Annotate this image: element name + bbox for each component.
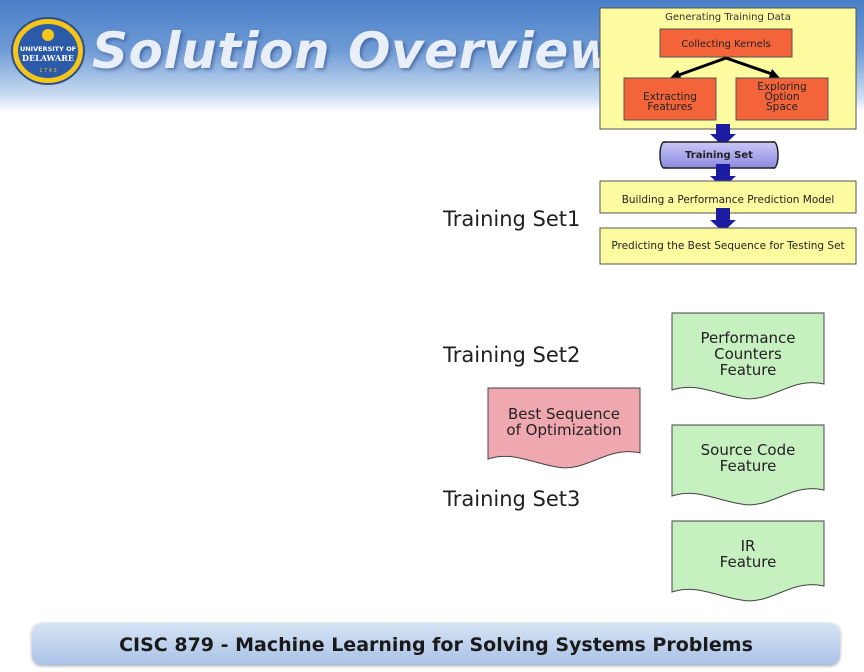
logo-text-delaware: DELAWARE — [22, 53, 74, 63]
exploring-line1: Exploring — [757, 81, 806, 93]
ir-line1: IR — [740, 537, 756, 555]
performance-line3: Feature — [719, 361, 777, 379]
source-code-document: Source Code Feature — [671, 424, 825, 506]
training-set-database — [659, 141, 779, 169]
exploring-option-space-box — [735, 77, 829, 121]
branch-arrowhead-right — [768, 69, 780, 80]
course-title: CISC 879 - Machine Learning for Solving … — [119, 634, 753, 656]
performance-counters-document: Performance Counters Feature — [671, 312, 825, 400]
collecting-kernels-box — [659, 28, 793, 58]
ir-document: IR Feature — [671, 520, 825, 602]
building-model-box — [599, 180, 857, 214]
extracting-features-line1: Extracting — [643, 91, 697, 103]
down-arrow-2-shaft — [716, 164, 730, 178]
best-sequence-line2: of Optimization — [506, 421, 622, 439]
branch-arrow-left — [675, 56, 727, 78]
training-set-1-label: Training Set1 — [443, 207, 581, 231]
exploring-line3: Space — [766, 101, 798, 113]
training-set-label: Training Set — [685, 150, 753, 161]
down-arrow-3-head — [710, 220, 736, 232]
extracting-features-box — [623, 77, 717, 121]
logo-text-university: UNIVERSITY OF — [20, 45, 76, 53]
predicting-box — [599, 227, 857, 265]
collecting-kernels-label: Collecting Kernels — [681, 39, 771, 50]
branch-arrow-right — [725, 56, 773, 76]
down-arrow-1-shaft — [716, 124, 730, 136]
down-arrow-1-head — [710, 134, 736, 146]
university-logo: UNIVERSITY OF DELAWARE 1 7 4 3 — [11, 17, 85, 85]
performance-line2: Counters — [714, 345, 782, 363]
down-arrow-3-shaft — [716, 208, 730, 222]
performance-line1: Performance — [700, 329, 796, 347]
extracting-features-line2: Features — [647, 101, 692, 113]
exploring-line2: Option — [764, 91, 799, 103]
source-code-line2: Feature — [719, 457, 777, 475]
training-set-3-label: Training Set3 — [443, 487, 581, 511]
building-model-label: Building a Performance Prediction Model — [622, 194, 835, 206]
predicting-label: Predicting the Best Sequence for Testing… — [611, 240, 844, 252]
logo-text-year: 1 7 4 3 — [39, 68, 57, 74]
ir-line2: Feature — [719, 553, 777, 571]
sun-icon — [42, 29, 54, 41]
best-sequence-line1: Best Sequence — [508, 405, 620, 423]
training-set-2-label: Training Set2 — [443, 343, 581, 367]
page-title: Solution Overview — [92, 22, 616, 80]
generating-training-data-label: Generating Training Data — [665, 12, 791, 23]
training-flowchart: Generating Training Data Collecting Kern… — [599, 7, 857, 265]
footer-bar: CISC 879 - Machine Learning for Solving … — [32, 623, 840, 665]
best-sequence-document: Best Sequence of Optimization — [487, 387, 641, 469]
source-code-line1: Source Code — [700, 441, 796, 459]
